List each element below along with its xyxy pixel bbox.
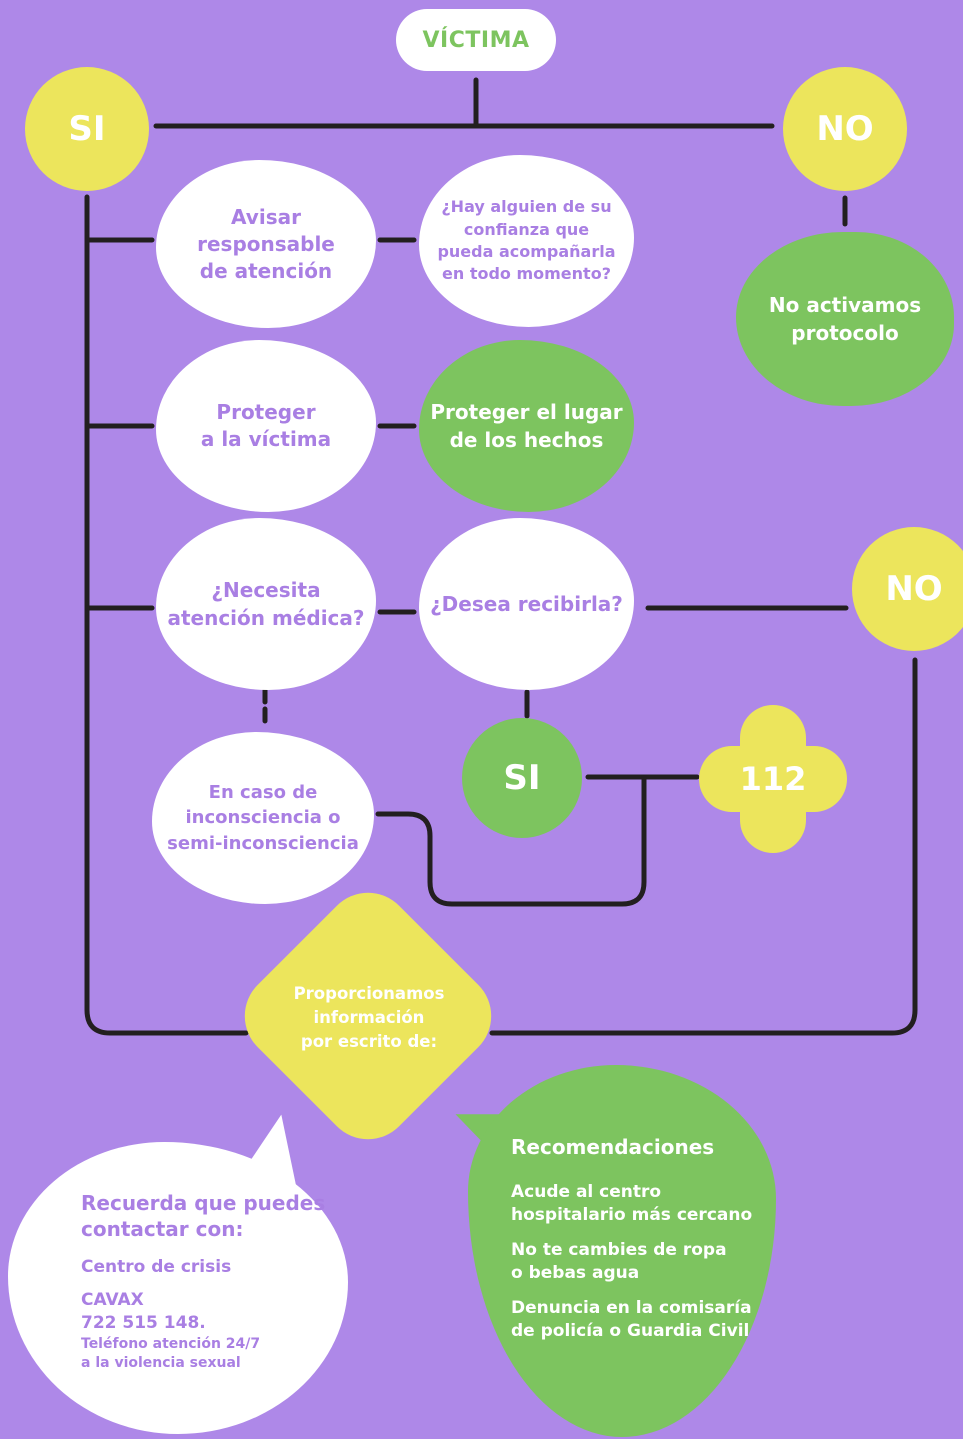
victima-node: VÍCTIMA bbox=[396, 9, 556, 71]
connector-inconsciencia-loop bbox=[375, 775, 647, 907]
contact-note-line1: Teléfono atención 24/7 bbox=[81, 1335, 261, 1352]
cross-horizontal-bar bbox=[699, 746, 847, 812]
avisar-responsable-node: Avisar responsable de atención bbox=[156, 160, 376, 328]
contact-title: Recuerda que puedes contactar con: bbox=[81, 1191, 326, 1241]
contact-phone: 722 515 148. bbox=[81, 1312, 206, 1333]
contact-cavax-block: CAVAX 722 515 148. bbox=[81, 1289, 341, 1335]
proteger-lugar-node: Proteger el lugar de los hechos bbox=[419, 340, 634, 512]
desea-recibirla-node: ¿Desea recibirla? bbox=[419, 518, 634, 690]
contact-bubble: Recuerda que puedes contactar con: Centr… bbox=[8, 1108, 348, 1434]
contact-content: Recuerda que puedes contactar con: Centr… bbox=[81, 1190, 341, 1373]
necesita-atencion-node: ¿Necesita atención médica? bbox=[156, 518, 376, 690]
recommendations-bubble: Recomendaciones Acude al centro hospital… bbox=[447, 1065, 777, 1437]
inconsciencia-node: En caso de inconsciencia o semi-inconsci… bbox=[152, 732, 374, 904]
contact-bubble-body bbox=[8, 1142, 348, 1434]
recommendations-bubble-body bbox=[468, 1065, 776, 1437]
hay-alguien-node: ¿Hay alguien de su confianza que pueda a… bbox=[419, 155, 634, 327]
recommendation-item: Acude al centro hospitalario más cercano bbox=[511, 1182, 753, 1225]
yes-node-top: SI bbox=[25, 67, 149, 191]
emergency-112-cross: 112 bbox=[699, 705, 847, 853]
recommendations-content: Recomendaciones Acude al centro hospital… bbox=[511, 1135, 761, 1355]
yes-node-middle: SI bbox=[462, 718, 582, 838]
contact-note-line2: a la violencia sexual bbox=[81, 1354, 241, 1371]
contact-centro-crisis: Centro de crisis bbox=[81, 1257, 232, 1277]
no-node-top: NO bbox=[783, 67, 907, 191]
connector-no-right-spine bbox=[489, 657, 918, 1036]
emergency-number: 112 bbox=[739, 760, 807, 798]
recommendations-title: Recomendaciones bbox=[511, 1135, 715, 1159]
recommendation-item: No te cambies de ropa o bebas agua bbox=[511, 1239, 727, 1283]
no-node-middle: NO bbox=[852, 527, 963, 651]
proporcionamos-text: Proporcionamos información por escrito d… bbox=[293, 984, 445, 1051]
proteger-victima-node: Proteger a la víctima bbox=[156, 340, 376, 512]
recommendation-item: Denuncia en la comisaría de policía o Gu… bbox=[511, 1297, 752, 1341]
no-activamos-protocolo-node: No activamos protocolo bbox=[736, 232, 954, 406]
connector-left-spine bbox=[84, 194, 249, 1036]
contact-note: Teléfono atención 24/7 a la violencia se… bbox=[81, 1335, 341, 1373]
contact-cavax: CAVAX bbox=[81, 1289, 144, 1310]
